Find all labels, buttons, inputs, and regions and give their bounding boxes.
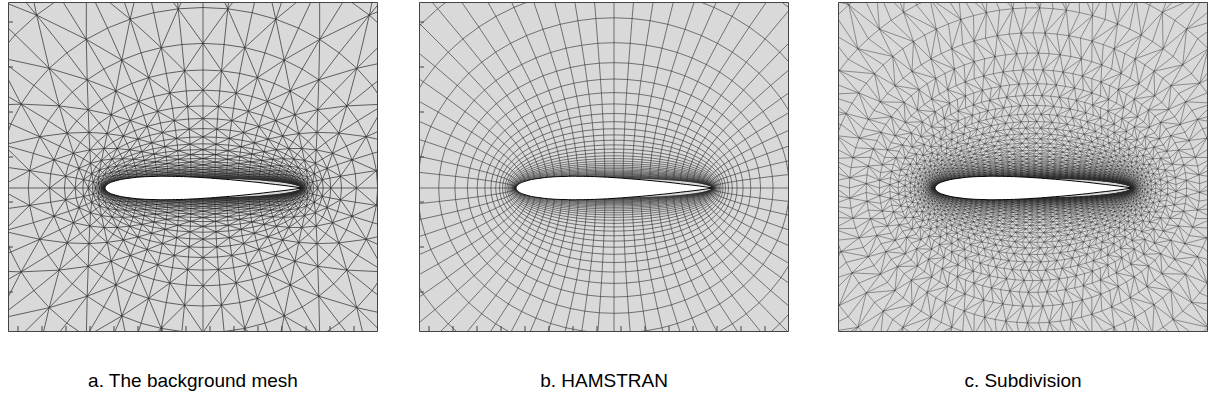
mesh-drawing [838, 2, 1208, 332]
panel-frame [419, 3, 789, 333]
airfoil [105, 176, 301, 200]
mesh-drawing [8, 2, 378, 332]
panel-caption: a. The background mesh [88, 370, 298, 391]
panel-caption-box: a. The background mesh [0, 370, 393, 392]
airfoil [935, 176, 1131, 200]
mesh-panel [838, 2, 1208, 332]
panel-frame [8, 3, 378, 333]
panel-frame [839, 3, 1208, 332]
mesh-lines [838, 2, 1208, 332]
panel-caption: b. HAMSTRAN [540, 370, 668, 391]
mesh-panel [419, 2, 789, 332]
mesh-lines [419, 2, 789, 332]
mesh-panel [8, 2, 378, 332]
panel-caption: c. Subdivision [964, 370, 1081, 391]
mesh-lines [8, 2, 378, 332]
mesh-drawing [419, 2, 789, 332]
panel-caption-box: b. HAMSTRAN [404, 370, 804, 392]
airfoil [516, 176, 712, 200]
panel-caption-box: c. Subdivision [823, 370, 1221, 392]
